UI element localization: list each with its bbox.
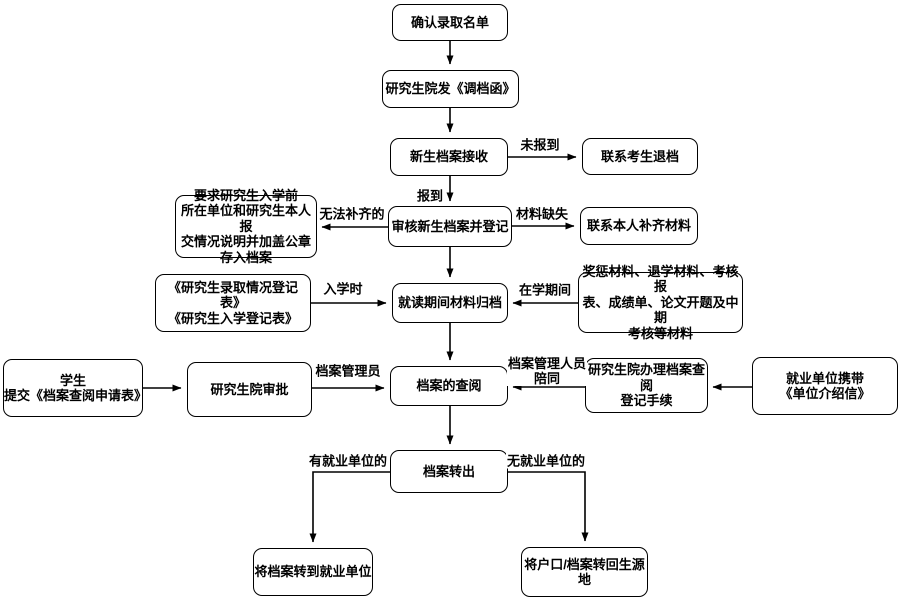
- node-archive-during-study: 就读期间材料归档: [392, 283, 508, 323]
- node-file-transfer-out: 档案转出: [390, 450, 508, 493]
- node-confirm-admission-list: 确认录取名单: [392, 4, 508, 41]
- node-issue-transfer-letter: 研究生院发《调档函》: [382, 70, 519, 108]
- node-require-statement: 要求研究生入学前 所在单位和研究生本人报 交情况说明并加盖公章 存入档案: [175, 188, 317, 265]
- edge-label-during-school: 在学期间: [517, 282, 573, 298]
- edge-label-reported: 报到: [415, 188, 445, 204]
- node-study-materials-list: 奖惩材料、退学材料、考核报 表、成绩单、论文开题及中期 考核等材料: [578, 264, 743, 341]
- edge-label-staff-accompany: 档案管理人员 陪同: [506, 356, 588, 386]
- node-new-file-reception: 新生档案接收: [390, 138, 508, 176]
- edge-label-material-missing: 材料缺失: [514, 206, 570, 222]
- node-registration-forms: 《研究生录取情况登记表》 《研究生入学登记表》: [155, 274, 311, 332]
- node-employer-intro-letter: 就业单位携带 《单位介绍信》: [752, 357, 898, 415]
- node-student-application: 学生 提交《档案查阅申请表》: [3, 359, 147, 417]
- node-contact-complete-materials: 联系本人补齐材料: [580, 207, 698, 245]
- edge-label-has-employer: 有就业单位的: [307, 453, 389, 469]
- node-review-and-register: 审核新生档案并登记: [388, 206, 512, 247]
- node-contact-candidate-return: 联系考生退档: [582, 138, 698, 175]
- node-review-registration-procedure: 研究生院办理档案查阅 登记手续: [585, 358, 708, 413]
- edge-label-file-admin: 档案管理员: [314, 363, 382, 379]
- node-grad-school-approval: 研究生院审批: [187, 362, 312, 417]
- edge-label-no-employer: 无就业单位的: [505, 453, 587, 469]
- arrow-transfer-to-employer: [309, 471, 390, 543]
- arrow-transfer-to-origin: [508, 471, 589, 542]
- edge-label-at-enrollment: 入学时: [322, 281, 364, 297]
- edge-label-not-reported: 未报到: [519, 137, 561, 153]
- node-file-review: 档案的查阅: [390, 366, 508, 406]
- node-transfer-to-origin: 将户口/档案转回生源地: [521, 547, 648, 597]
- node-transfer-to-employer: 将档案转到就业单位: [253, 548, 373, 596]
- edge-label-cannot-complete: 无法补齐的: [318, 206, 386, 222]
